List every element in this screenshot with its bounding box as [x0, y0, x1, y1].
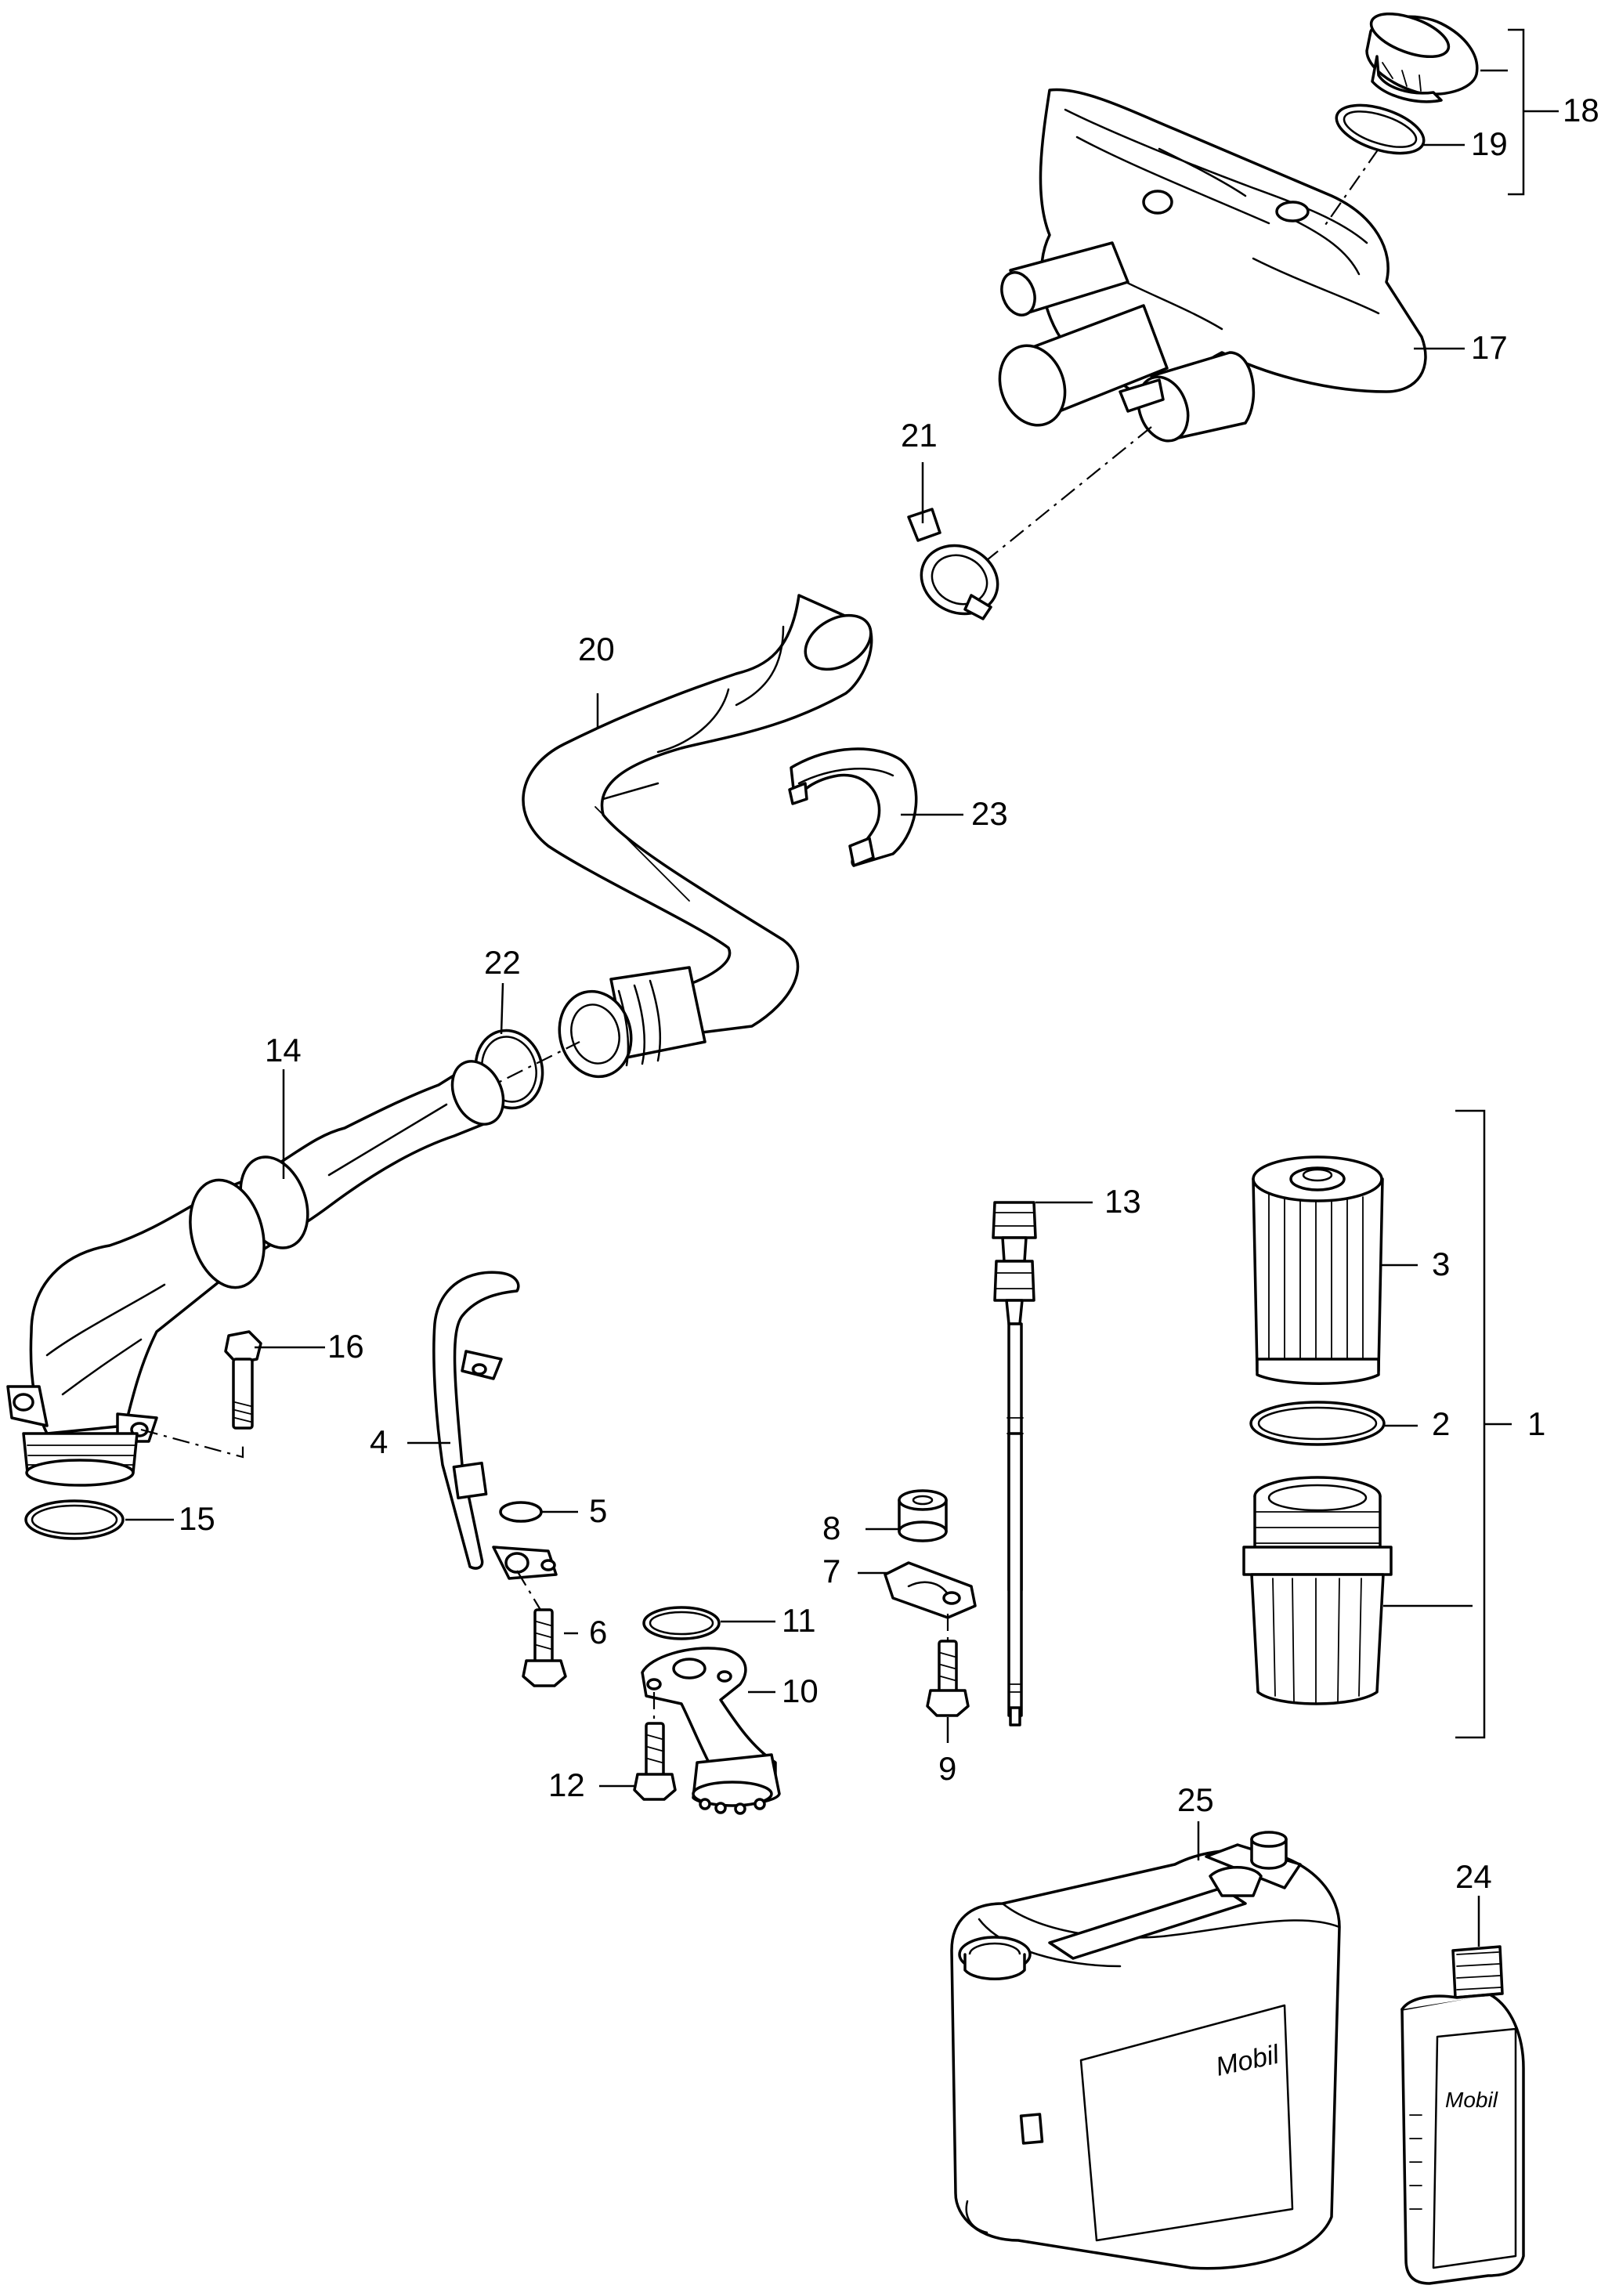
callout-5: 5 [589, 1492, 607, 1529]
alignment-line-pipe-bolt [140, 1428, 244, 1459]
bottle-brand-label: Mobil [1445, 2088, 1498, 2112]
dipstick-bracket [884, 1561, 977, 1619]
callout-17: 17 [1471, 329, 1508, 366]
callout-20: 20 [578, 631, 615, 667]
dipstick-grommet [898, 1489, 948, 1542]
oil-filler-hose [522, 594, 873, 1079]
callout-13: 13 [1104, 1183, 1141, 1220]
filter-seal-ring [1249, 1401, 1386, 1446]
callout-24: 24 [1455, 1858, 1492, 1895]
callout-19: 19 [1471, 125, 1508, 162]
alignment-line-cap [1323, 148, 1379, 228]
oil-filler-cap [1365, 12, 1479, 103]
oil-filter-housing [1242, 1476, 1393, 1705]
callout-7: 7 [822, 1553, 840, 1589]
callout-1: 1 [1527, 1405, 1545, 1442]
breather-pipe [432, 1271, 558, 1580]
callout-18: 18 [1563, 92, 1599, 128]
callout-6: 6 [589, 1614, 607, 1651]
oil-return-seal [642, 1606, 721, 1640]
oil-filler-pipe [6, 1060, 505, 1487]
leader-lines [125, 28, 1559, 1947]
alignment-line-hose-ring [477, 1041, 580, 1094]
callout-labels: 1 2 3 4 5 6 7 8 9 10 11 12 13 14 15 16 1… [179, 92, 1599, 1895]
callout-15: 15 [179, 1500, 215, 1537]
callout-14: 14 [265, 1032, 302, 1068]
oil-filler-housing [998, 88, 1427, 443]
oil-return-pipe [641, 1647, 781, 1815]
cap-seal-ring [1335, 103, 1426, 155]
callout-4: 4 [370, 1423, 388, 1460]
oil-filter-cartridge [1252, 1155, 1384, 1385]
breather-bolt [522, 1608, 567, 1687]
oil-canister: Mobil [950, 1831, 1341, 2270]
callout-2: 2 [1432, 1405, 1450, 1442]
alignment-line-breather-bolt [516, 1570, 541, 1611]
pipe-bolt [224, 1330, 262, 1430]
bracket-bolt [926, 1640, 970, 1717]
alignment-line-housing-clamp [986, 426, 1152, 561]
oil-dipstick [992, 1201, 1037, 1727]
callout-11: 11 [782, 1602, 816, 1639]
callout-21: 21 [901, 417, 938, 454]
oil-bottle: Mobil [1400, 1945, 1525, 2285]
callout-10: 10 [782, 1672, 819, 1709]
callout-22: 22 [484, 944, 521, 981]
hose-clamp [907, 508, 999, 620]
callout-9: 9 [938, 1750, 956, 1787]
pipe-seal-ring [24, 1499, 125, 1540]
callout-12: 12 [548, 1766, 585, 1803]
callout-23: 23 [971, 795, 1008, 832]
callout-3: 3 [1432, 1246, 1450, 1282]
hose-shell-clip [788, 747, 918, 867]
callout-25: 25 [1177, 1781, 1214, 1818]
callout-16: 16 [327, 1328, 364, 1365]
breather-seal-ring [499, 1501, 543, 1523]
callout-8: 8 [822, 1510, 840, 1546]
oil-return-bolt [633, 1722, 677, 1801]
